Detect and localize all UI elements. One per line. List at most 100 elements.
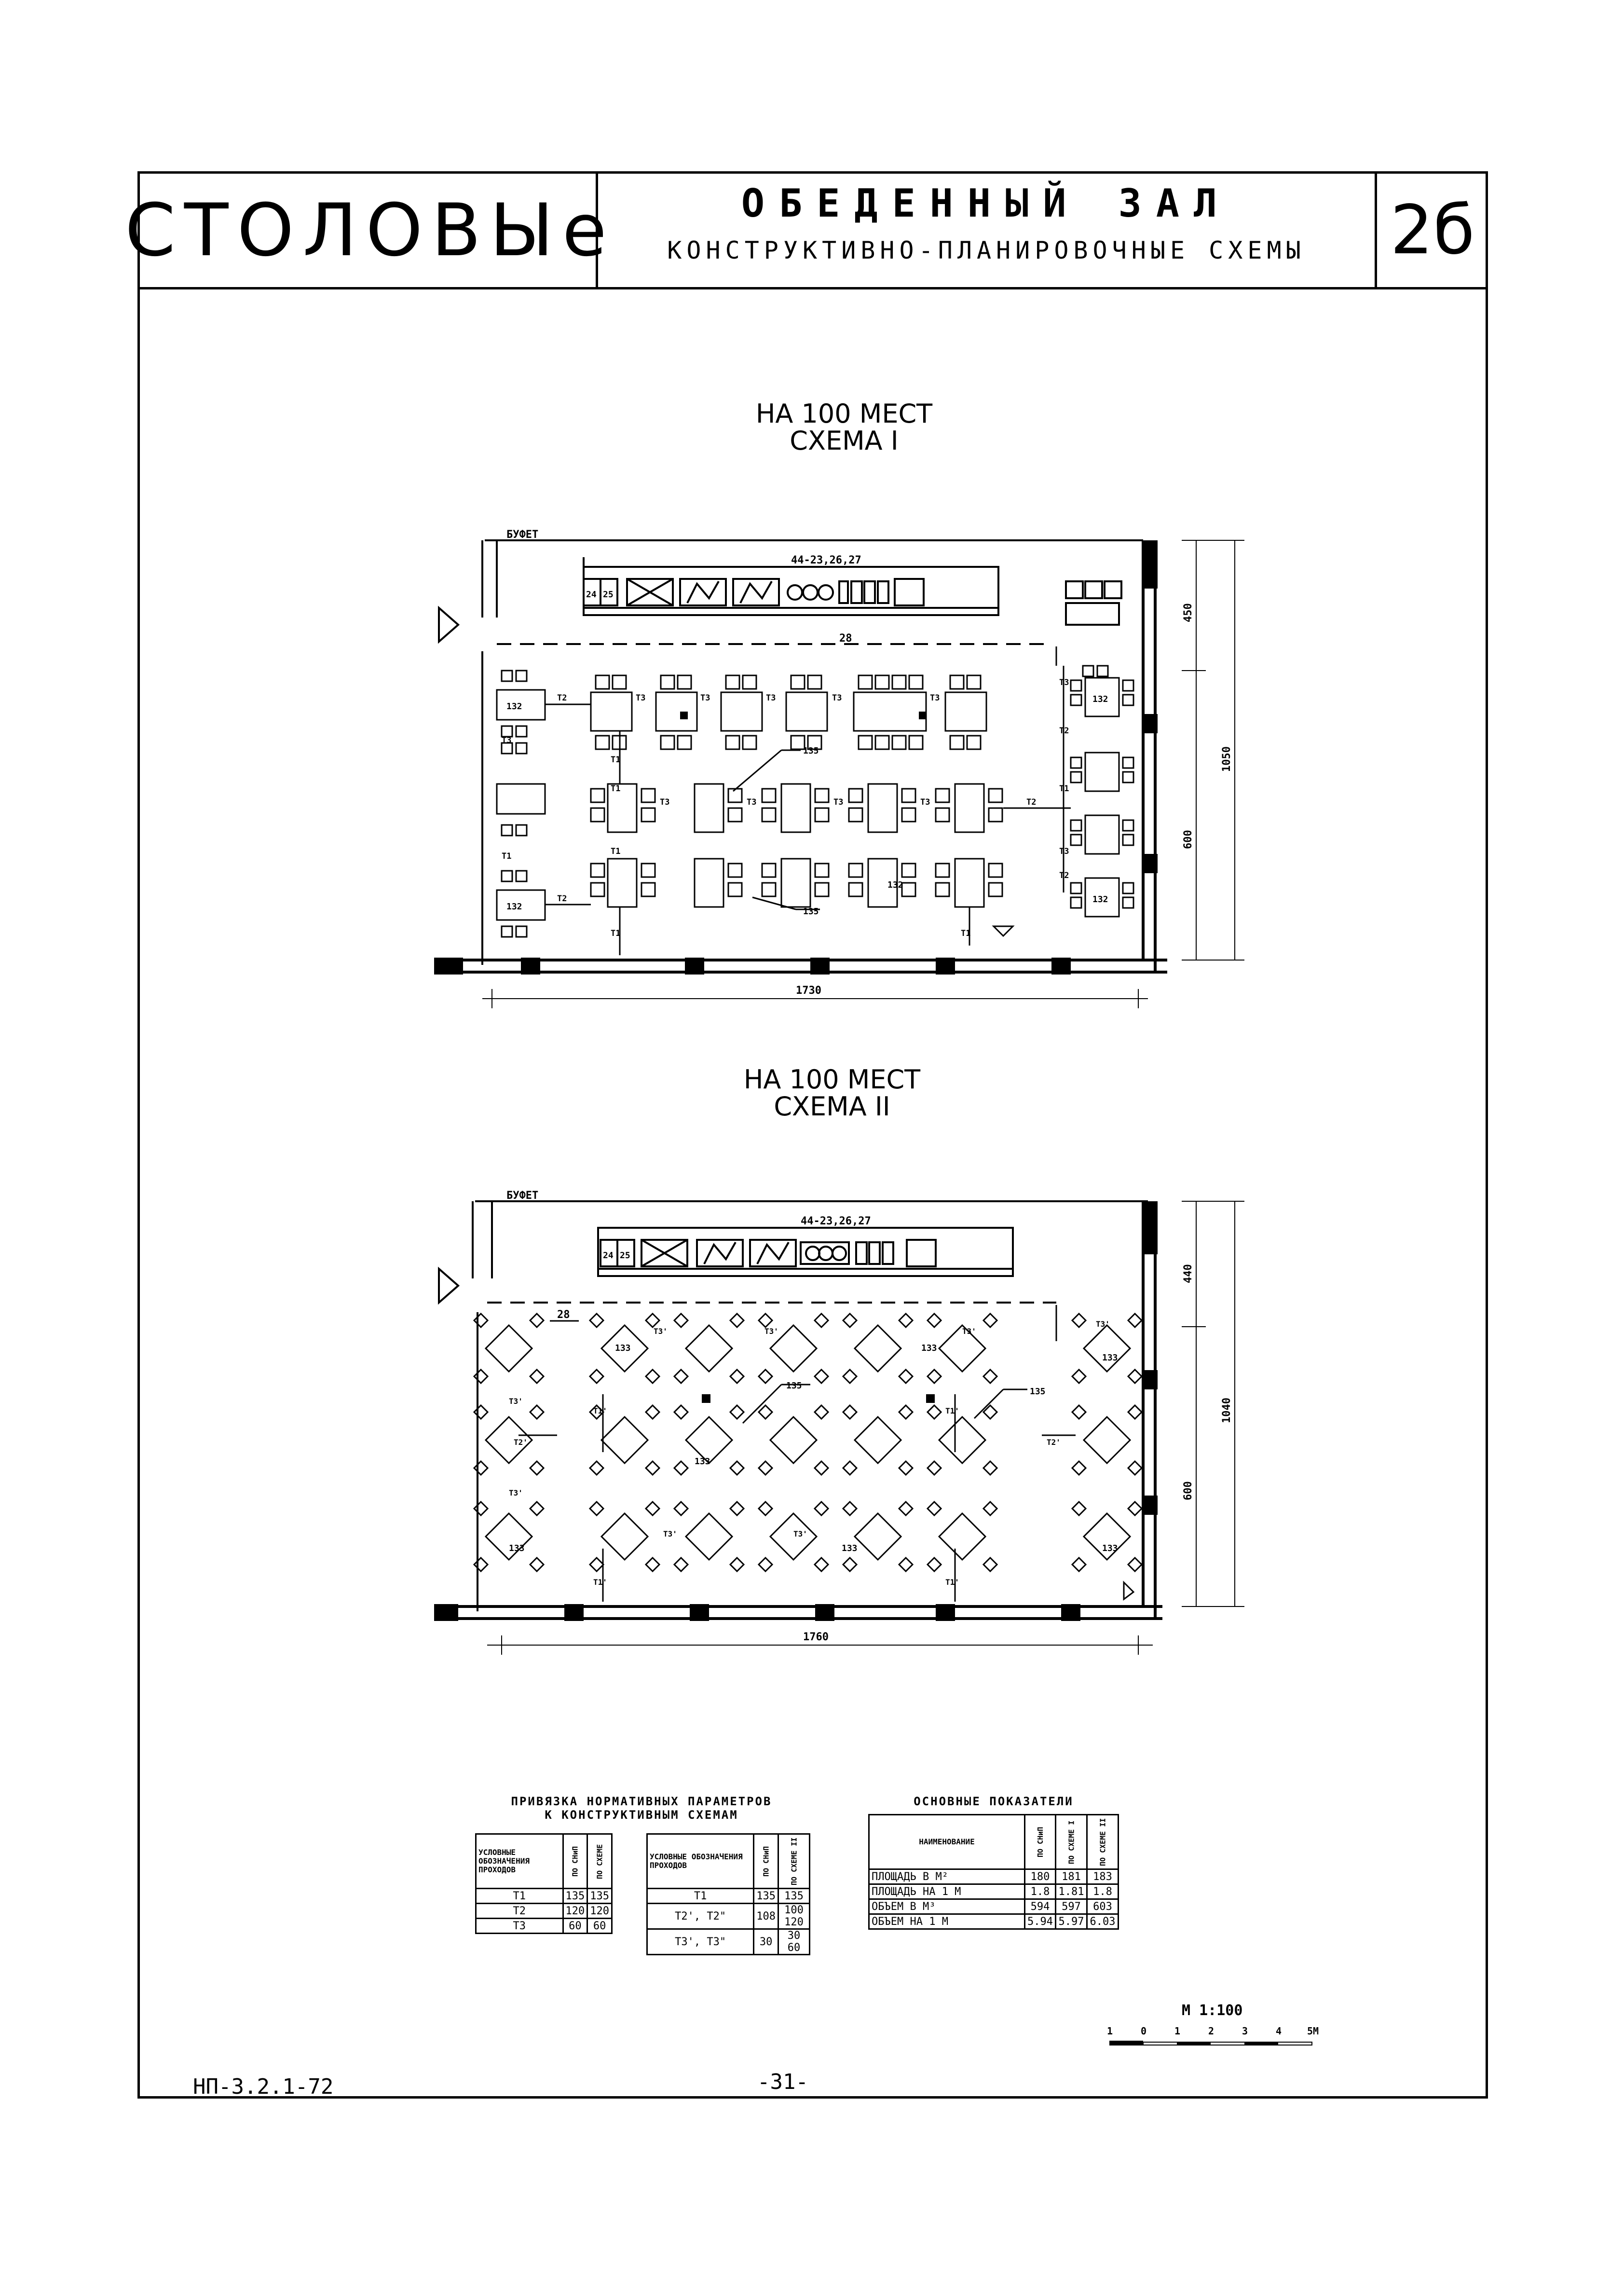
col-header: ПО СНиП [753, 1834, 778, 1889]
chair [473, 1312, 489, 1329]
passage-mark: Т2 [557, 693, 567, 703]
chair [673, 1404, 689, 1420]
table-cell: 135 [753, 1888, 779, 1904]
chair [729, 1312, 745, 1329]
indicators-table: НАИМЕНОВАНИЕ ПО СНиП ПО СХЕМЕ I ПО СХЕМЕ… [868, 1814, 1119, 1930]
diamond-table [1082, 1324, 1132, 1373]
table-row: Т1 135 135 [646, 1888, 810, 1904]
table-label: 133 [509, 1543, 525, 1553]
callout-label: 135 [1030, 1387, 1046, 1397]
chair [813, 1404, 830, 1420]
chair [644, 1556, 661, 1573]
section-title: ОБЕДЕННЫЙ ЗАЛ [741, 181, 1232, 226]
chair [1071, 1500, 1087, 1517]
equipment-label: 44-23,26,27 [801, 1215, 871, 1227]
chair [1071, 1368, 1087, 1385]
table-row: ОБЪЕМ НА 1 М 5.94 5.97 6.03 [868, 1913, 1119, 1930]
passage-mark: Т1 [611, 847, 620, 856]
passage-mark: Т2 [557, 894, 567, 904]
table-cell: ОБЪЕМ В М³ [868, 1898, 1026, 1915]
norm-table-title: ПРИВЯЗКА НОРМАТИВНЫХ ПАРАМЕТРОВ К КОНСТР… [473, 1795, 810, 1822]
table-label: 133 [1102, 1353, 1118, 1363]
table-cell: 1.81 [1055, 1883, 1088, 1900]
passage-mark: Т3' [764, 1327, 778, 1336]
norm-table-right: УСЛОВНЫЕ ОБОЗНАЧЕНИЯ ПРОХОДОВ ПО СНиП ПО… [646, 1833, 810, 1955]
chair [729, 1404, 745, 1420]
chair [982, 1368, 998, 1385]
title-block [137, 171, 1488, 289]
scale-tick: 0 [1141, 2025, 1146, 2037]
chair [673, 1500, 689, 1517]
table-row: ОБЪЕМ В М³ 594 597 603 [868, 1898, 1119, 1915]
chair [1127, 1500, 1143, 1517]
chair [1127, 1556, 1143, 1573]
chair [982, 1312, 998, 1329]
norm-table-title-line1: ПРИВЯЗКА НОРМАТИВНЫХ ПАРАМЕТРОВ [511, 1795, 772, 1808]
dimension-bottom: 600 [1182, 1481, 1194, 1500]
chair [588, 1368, 605, 1385]
table-cell: 120 [562, 1903, 588, 1919]
table-cell: Т2', Т2" [646, 1903, 755, 1930]
norm-table-title-line2: К КОНСТРУКТИВНЫМ СХЕМАМ [545, 1808, 738, 1822]
col-header: УСЛОВНЫЕ ОБОЗНАЧЕНИЯ ПРОХОДОВ [646, 1833, 755, 1889]
table-cell: 594 [1024, 1898, 1056, 1915]
table-cell: ПЛОЩАДЬ НА 1 М [868, 1883, 1026, 1900]
passage-mark: Т3 [930, 693, 940, 703]
table-cell: 181 [1055, 1868, 1088, 1885]
scale-tick: 1 [1107, 2025, 1113, 2037]
chair [757, 1404, 774, 1420]
passage-mark: Т3 [747, 797, 756, 807]
equipment-label: 44-23,26,27 [791, 554, 861, 566]
passage-mark: Т2 [1059, 871, 1069, 880]
table-label: 133 [615, 1343, 631, 1353]
table-cell: 60 [562, 1918, 588, 1934]
table-cell: ПЛОЩАДЬ В М² [868, 1868, 1026, 1885]
passage-mark: Т3 [1059, 678, 1069, 687]
callout-label: 135 [786, 1381, 802, 1391]
chair [1071, 1312, 1087, 1329]
dimension-top: 440 [1182, 1264, 1194, 1283]
passage-mark: Т2' [514, 1438, 528, 1447]
scale-bar: 1 0 1 2 3 4 5М [1107, 2025, 1319, 2046]
passage-mark: Т3' [1096, 1319, 1110, 1329]
chair [926, 1404, 942, 1420]
diamond-table [938, 1415, 987, 1465]
table-label: 132 [1092, 894, 1108, 905]
chair [898, 1312, 914, 1329]
chair [673, 1368, 689, 1385]
chair [842, 1556, 858, 1573]
diamond-table [1082, 1512, 1132, 1561]
chair [982, 1500, 998, 1517]
table-label: 133 [921, 1343, 937, 1353]
passage-mark: Т1' [945, 1406, 959, 1415]
table-cell: 30 [753, 1928, 779, 1955]
callout-label: 135 [803, 906, 819, 917]
col-header: ПО СНиП [563, 1834, 587, 1889]
col-header: УСЛОВНЫЕ ОБОЗНАЧЕНИЯ ПРОХОДОВ [475, 1833, 564, 1889]
chair [757, 1556, 774, 1573]
chair [1071, 1556, 1087, 1573]
col-header: ПО СНиП [1024, 1814, 1056, 1869]
table-label: 133 [695, 1456, 710, 1467]
chair [529, 1460, 545, 1476]
passage-mark: Т1 [611, 755, 620, 765]
chair [729, 1368, 745, 1385]
chair [1127, 1404, 1143, 1420]
chair [757, 1500, 774, 1517]
passage-mark: Т3 [766, 693, 776, 703]
counter-label: 25 [620, 1250, 630, 1261]
passage-mark: Т1 [1059, 784, 1069, 794]
scheme1-heading-line1: НА 100 МЕСТ [755, 398, 933, 429]
title-separator [596, 171, 598, 289]
table-cell: Т1 [646, 1888, 755, 1904]
table-cell: 60 [587, 1918, 613, 1934]
scheme2-heading: НА 100 МЕСТ СХЕМА II [651, 1066, 1013, 1120]
chair [1071, 1460, 1087, 1476]
dimension-width: 1730 [796, 985, 821, 997]
diamond-table [684, 1415, 734, 1465]
passage-mark: Т2' [1047, 1438, 1061, 1447]
scale-tick: 2 [1208, 2025, 1214, 2037]
scheme1-heading: НА 100 МЕСТ СХЕМА I [675, 400, 1013, 454]
diamond-table [853, 1324, 902, 1373]
section-subtitle: КОНСТРУКТИВНО-ПЛАНИРОВОЧНЫЕ СХЕМЫ [667, 236, 1306, 264]
